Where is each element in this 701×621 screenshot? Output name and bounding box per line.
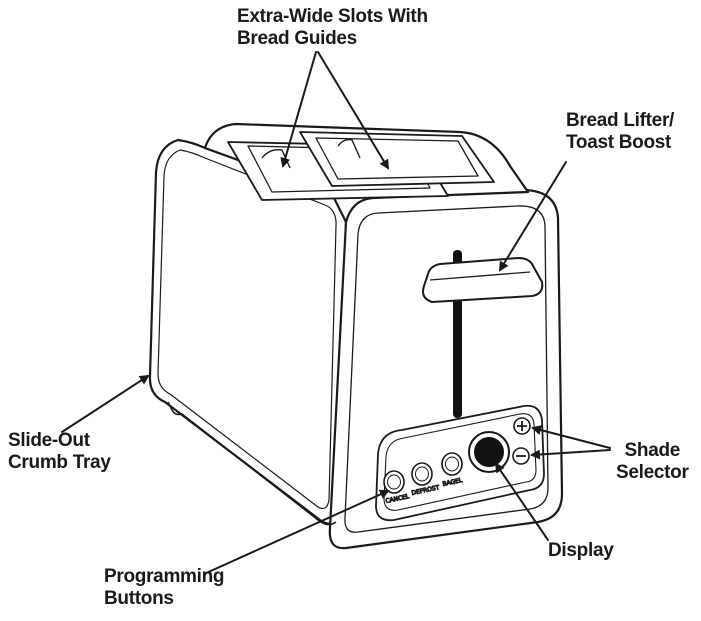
pointer-programming: [203, 489, 390, 575]
label-lifter-line2: Toast Boost: [566, 132, 672, 153]
toaster-side-bevel: [157, 149, 337, 510]
bread-slot-right-opening: [315, 137, 479, 180]
label-programming: Programming Buttons: [104, 566, 225, 610]
label-slots-line1: Extra-Wide Slots With: [237, 6, 428, 27]
toaster-top: [203, 122, 530, 224]
pointer-slots-left: [280, 51, 317, 168]
label-crumb-tray-line1: Slide-Out: [8, 430, 90, 451]
bread-guide-left: [261, 148, 291, 169]
control-panel: CANCEL DEFROST BAGEL: [375, 404, 545, 522]
display: [468, 431, 510, 473]
shade-increase-button[interactable]: [513, 417, 531, 435]
button-bagel[interactable]: BAGEL: [441, 452, 464, 488]
toaster-foot: [167, 401, 337, 526]
pointer-shade-plus: [531, 425, 611, 449]
label-shade: Shade Selector: [616, 440, 689, 484]
label-programming-line1: Programming: [104, 566, 225, 587]
label-lifter: Bread Lifter/ Toast Boost: [566, 110, 674, 154]
bread-guide-right: [337, 138, 361, 159]
lever-handle-top: [429, 271, 531, 281]
label-shade-line2: Selector: [616, 462, 689, 483]
label-crumb-tray-line2: Crumb Tray: [8, 452, 111, 473]
pointer-shade-minus: [530, 449, 611, 460]
plus-icon: [517, 421, 527, 431]
pointer-lifter: [498, 161, 567, 272]
bread-lifter: [422, 250, 544, 418]
shade-decrease-button[interactable]: [512, 447, 530, 465]
label-slots-line2: Bread Guides: [237, 28, 357, 49]
label-shade-line1: Shade: [624, 440, 681, 461]
toaster-front-bevel: [344, 205, 549, 533]
pointer-display: [494, 462, 549, 541]
label-slots: Extra-Wide Slots With Bread Guides: [237, 6, 428, 50]
pointer-slots-right: [317, 51, 390, 170]
lever-handle: [422, 257, 544, 303]
label-display: Display: [548, 540, 614, 562]
control-panel-inner: [383, 413, 537, 511]
label-programming-line2: Buttons: [104, 588, 174, 609]
callout-pointers: [61, 51, 611, 575]
label-crumb-tray: Slide-Out Crumb Tray: [8, 430, 111, 474]
pointer-crumb-tray: [61, 374, 150, 433]
label-lifter-line1: Bread Lifter/: [566, 110, 675, 131]
label-display-line1: Display: [548, 540, 614, 561]
